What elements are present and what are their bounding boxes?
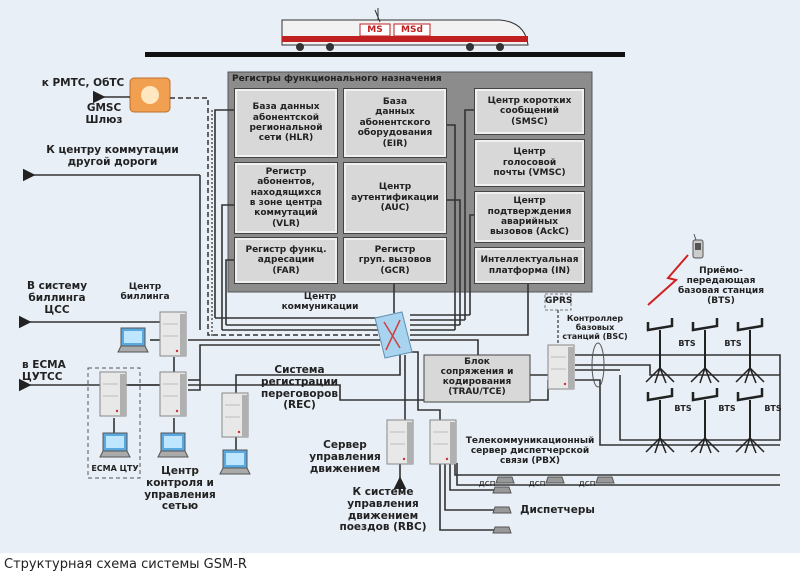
bts-antenna-icon — [734, 386, 766, 455]
traffic-server-label: Сервер управления движением — [309, 439, 381, 475]
figure-caption: Структурная схема системы GSM-R — [4, 557, 247, 572]
bsc-label: Контроллер базовых станций (BSC) — [562, 314, 628, 341]
bts-antenna-icon — [689, 386, 721, 455]
far-box: Регистр функц. адресации (FAR) — [234, 237, 338, 284]
phone-icon — [492, 526, 512, 534]
smsc-box: Центр коротких сообщений (SMSC) — [474, 88, 585, 135]
comm-center-switch — [374, 311, 413, 359]
bts-label: BTS — [678, 339, 696, 348]
phone-icon — [492, 506, 512, 514]
comm-center-label: Центр коммуникации — [281, 292, 359, 313]
pbx-server — [429, 419, 457, 465]
gprs-label: GPRS — [545, 296, 573, 306]
network-control-label: Центр контроля и управления сетью — [144, 465, 216, 513]
dsp-label: дсп — [528, 479, 546, 489]
ackc-box: Центр подтверждения аварийных вызовов (A… — [474, 191, 585, 243]
billing-laptop — [117, 327, 149, 353]
esma-cutss-label: в ЕСМА ЦУТСС — [22, 359, 66, 383]
gcr-box: Регистр груп. вызовов (GCR) — [343, 237, 447, 284]
vlr-box: Регистр абонентов, находящихся в зоне це… — [234, 162, 338, 234]
rbc-label: К системе управления движением поездов (… — [339, 486, 427, 534]
other-road-label: К центру коммутации другой дороги — [46, 144, 179, 168]
traffic-control-server — [386, 419, 414, 465]
bsc-server — [547, 344, 575, 390]
rec-laptop — [219, 449, 251, 475]
rail — [145, 52, 625, 57]
billing-server — [159, 311, 187, 357]
network-control-server — [159, 371, 187, 417]
registers-title: Регистры функционального назначения — [232, 74, 442, 84]
network-control-laptop — [157, 432, 189, 458]
bts-antenna-icon — [644, 386, 676, 455]
train-msd-label: MSd — [401, 25, 423, 35]
train — [281, 8, 529, 51]
radio-link-icon — [647, 254, 689, 306]
eir-box: База данных абонентского оборудования (E… — [343, 88, 447, 158]
dsp-label: дсп — [578, 479, 596, 489]
mobile-phone-icon — [692, 233, 704, 259]
dispatchers-label: Диспетчеры — [520, 504, 595, 516]
trau-box — [423, 354, 531, 403]
bts-label: BTS — [724, 339, 742, 348]
dsp-label: дсп — [478, 479, 496, 489]
train-ms-label: MS — [367, 25, 383, 35]
vmsc-box: Центр голосовой почты (VMSC) — [474, 139, 585, 187]
bts-antenna-icon — [734, 316, 766, 385]
bts-label: BTS — [764, 404, 782, 413]
bts-full-label: Приёмо- передающая базовая станция (BTS) — [677, 266, 765, 307]
bts-label: BTS — [674, 404, 692, 413]
rec-server — [221, 392, 249, 438]
billing-center-label: Центр биллинга — [120, 282, 170, 303]
esma-ctu-group — [87, 367, 141, 479]
bts-antenna-icon — [689, 316, 721, 385]
esma-ctu-label: ЕСМА ЦТУ — [91, 464, 139, 473]
in-box: Интеллектуальная платформа (IN) — [474, 247, 585, 284]
auc-box: Центр аутентификации (AUC) — [343, 162, 447, 234]
trau-label: Блок сопряжения и кодирования (TRAU/TCE) — [440, 357, 514, 398]
rec-label: Система регистрации переговоров (REC) — [261, 364, 338, 412]
bts-label: BTS — [718, 404, 736, 413]
pmtc-label: к РМТС, ОбТС — [41, 77, 125, 89]
billing-system-label: В систему биллинга ЦСС — [26, 280, 88, 316]
pbx-label: Телекоммуникационный сервер диспетчерско… — [465, 436, 595, 467]
hlr-box: База данных абонентской региональной сет… — [234, 88, 338, 158]
esma-ctu-server — [99, 371, 127, 417]
gmsc-label: GMSC Шлюз — [85, 102, 123, 126]
esma-laptop — [99, 432, 131, 458]
